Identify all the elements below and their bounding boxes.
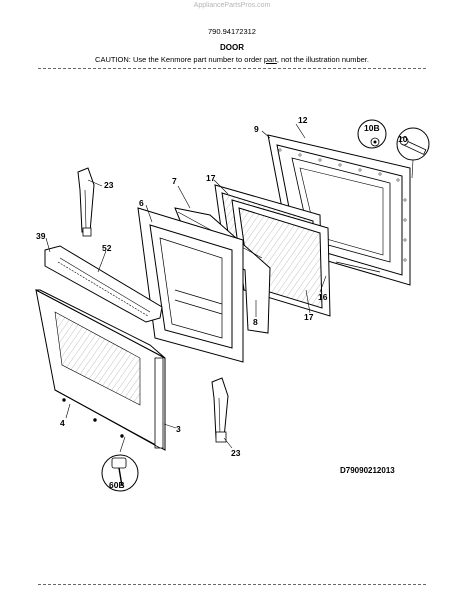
bottom-divider — [38, 584, 426, 585]
callout-10: 10 — [398, 134, 408, 144]
callout-9: 9 — [254, 124, 259, 134]
callout-10b: 10B — [364, 123, 380, 133]
callout-6: 6 — [139, 198, 144, 208]
outer-door-panel[interactable] — [35, 289, 166, 451]
watermark: AppliancePartsPros.com — [193, 2, 271, 9]
callout-3: 3 — [176, 424, 181, 434]
callout-labels: 12 9 10B 10 17 7 23 6 39 52 16 17 8 4 3 … — [36, 115, 408, 490]
section-title: DOOR — [220, 43, 244, 52]
callout-17-lower: 17 — [304, 312, 314, 322]
top-divider — [38, 68, 426, 69]
callout-52: 52 — [102, 243, 112, 253]
screw-detail-60b[interactable] — [101, 436, 139, 492]
callout-23-upper: 23 — [104, 180, 114, 190]
caution-text: CAUTION: Use the Kenmore part number to … — [0, 55, 464, 64]
screw-hardware-10b[interactable] — [357, 119, 430, 179]
model-number: 790.94172312 — [208, 27, 256, 36]
callout-4: 4 — [60, 418, 65, 428]
caution-part-link[interactable]: part — [263, 55, 277, 64]
door-handle-trim[interactable] — [44, 245, 163, 323]
door-hinge-lower[interactable] — [211, 377, 229, 443]
door-hinge-upper[interactable] — [77, 167, 95, 237]
callout-17-upper: 17 — [206, 173, 216, 183]
caution-part2: , not the illustration number. — [276, 55, 369, 64]
callout-8: 8 — [253, 317, 258, 327]
callout-16: 16 — [318, 292, 328, 302]
callout-39: 39 — [36, 231, 46, 241]
callout-12: 12 — [298, 115, 308, 125]
caution-part1: CAUTION: Use the Kenmore part number to … — [95, 55, 264, 64]
callout-7: 7 — [172, 176, 177, 186]
callout-23-lower: 23 — [231, 448, 241, 458]
door-frame[interactable] — [137, 207, 244, 363]
callout-60b: 60B — [109, 480, 125, 490]
diagram-code: D79090212013 — [340, 466, 395, 475]
leader-lines — [45, 123, 327, 449]
